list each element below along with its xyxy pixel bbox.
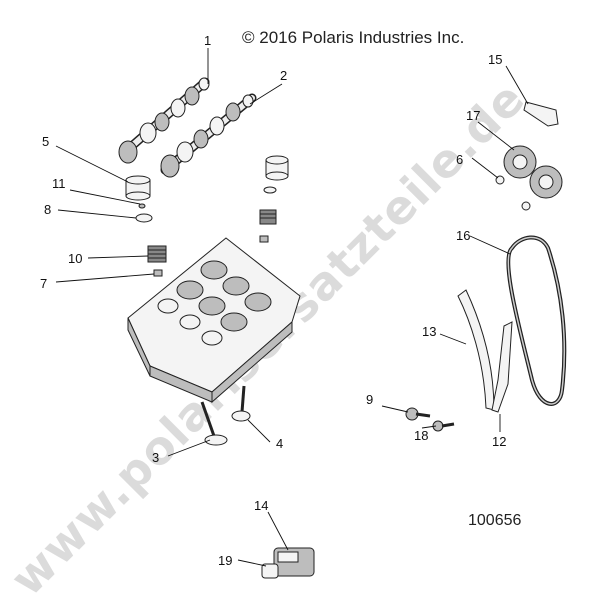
figure-number: 100656 bbox=[468, 512, 522, 529]
valve-seal-7 bbox=[153, 269, 163, 277]
chain-guide-12 bbox=[491, 321, 513, 413]
retainer-8 bbox=[135, 213, 153, 223]
camshaft-1 bbox=[118, 77, 210, 164]
callout-16: 16 bbox=[456, 228, 470, 243]
callout-14: 14 bbox=[254, 498, 268, 513]
callout-3: 3 bbox=[152, 450, 159, 465]
callout-13: 13 bbox=[422, 324, 436, 339]
callout-12: 12 bbox=[492, 434, 506, 449]
callout-6: 6 bbox=[456, 152, 463, 167]
copyright-text: © 2016 Polaris Industries Inc. bbox=[242, 28, 465, 47]
callout-10: 10 bbox=[68, 251, 82, 266]
tappet-right bbox=[265, 155, 289, 181]
bracket-15 bbox=[523, 101, 559, 127]
callout-19: 19 bbox=[218, 553, 232, 568]
valve-spring-right bbox=[259, 209, 277, 225]
callout-9: 9 bbox=[366, 392, 373, 407]
callout-11: 11 bbox=[52, 176, 66, 191]
chain-guide-13 bbox=[457, 289, 495, 411]
valve-spring-10 bbox=[147, 245, 167, 263]
callout-17: 17 bbox=[466, 108, 480, 123]
cylinder-head bbox=[127, 237, 301, 404]
retainer-right bbox=[263, 186, 277, 194]
callout-18: 18 bbox=[414, 428, 428, 443]
callout-1: 1 bbox=[204, 33, 211, 48]
camshaft-2 bbox=[160, 93, 257, 178]
valve-3 bbox=[200, 401, 228, 446]
callout-4: 4 bbox=[276, 436, 283, 451]
callout-8: 8 bbox=[44, 202, 51, 217]
leader-lines bbox=[55, 48, 529, 567]
valve-4 bbox=[231, 385, 251, 422]
bolt-18 bbox=[432, 420, 455, 432]
shim-11 bbox=[138, 203, 146, 209]
pivot-bolt-9 bbox=[405, 407, 431, 421]
callout-7: 7 bbox=[40, 276, 47, 291]
tappet-5 bbox=[125, 175, 151, 201]
cam-chain-tensioner-14 bbox=[261, 547, 315, 579]
bolt-6b bbox=[521, 201, 531, 211]
callout-2: 2 bbox=[280, 68, 287, 83]
valve-seal-right bbox=[259, 235, 269, 243]
callout-15: 15 bbox=[488, 52, 502, 67]
callout-5: 5 bbox=[42, 134, 49, 149]
sprocket-17 bbox=[503, 145, 563, 199]
timing-chain-16 bbox=[506, 235, 567, 406]
